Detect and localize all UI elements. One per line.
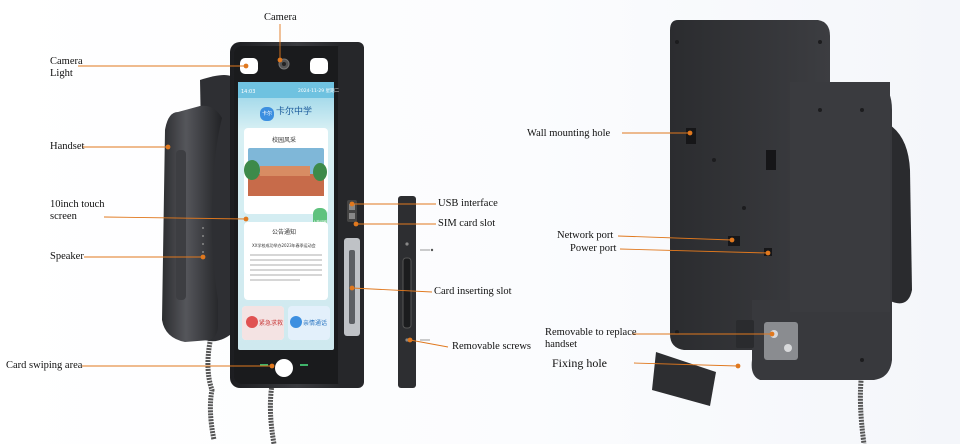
notice-card-title: 公告通知 [272,229,297,236]
label-camera: Camera [264,12,297,23]
label-removable-handset: Removable to replace handset [545,327,637,350]
coiled-cord [205,341,217,441]
label-usb-interface: USB interface [438,198,498,209]
family-button-bg [288,306,330,340]
label-handset: Handset [50,141,85,152]
family-call-button[interactable]: 亲情通话 [303,320,328,327]
label-power-port: Power port [570,243,617,254]
notice-subtitle: XX学校成功举办2023年春季运动会 [252,243,316,248]
callout-dots [165,57,775,369]
label-wall-mounting-hole: Wall mounting hole [527,128,611,139]
label-card-swiping-area: Card swiping area [6,360,83,371]
back-cord [857,371,867,444]
label-fixing-hole: Fixing hole [552,356,608,370]
label-card-inserting-slot: Card inserting slot [434,286,512,297]
emergency-button[interactable]: 紧急求救 [259,320,284,327]
callout-lines [78,24,772,367]
label-camera-light: Camera Light [50,56,83,79]
campus-card-title: 校园风采 [272,137,297,144]
label-network-port: Network port [557,230,614,241]
label-touch-screen: 10inch touch screen [50,199,105,222]
camera-light-left [240,58,258,74]
speaker-grille [202,227,204,253]
label-removable-screws: Removable screws [452,341,532,352]
screen-status-time: 14:03 [241,89,256,95]
screen-status-date: 2024-11-29 星期二 [298,89,340,94]
school-logo: 卡尔 [260,107,275,121]
fixing-plate [652,352,716,406]
label-speaker: Speaker [50,251,84,262]
handset-screw-area [764,322,798,360]
card-reader-circle [275,359,293,377]
camera-light-right [310,58,328,74]
label-sim-card-slot: SIM card slot [438,218,496,229]
face-id-button[interactable]: 人脸识别 [313,220,327,224]
mounting-hole [686,128,696,144]
school-name: 卡尔中学 [276,107,313,117]
